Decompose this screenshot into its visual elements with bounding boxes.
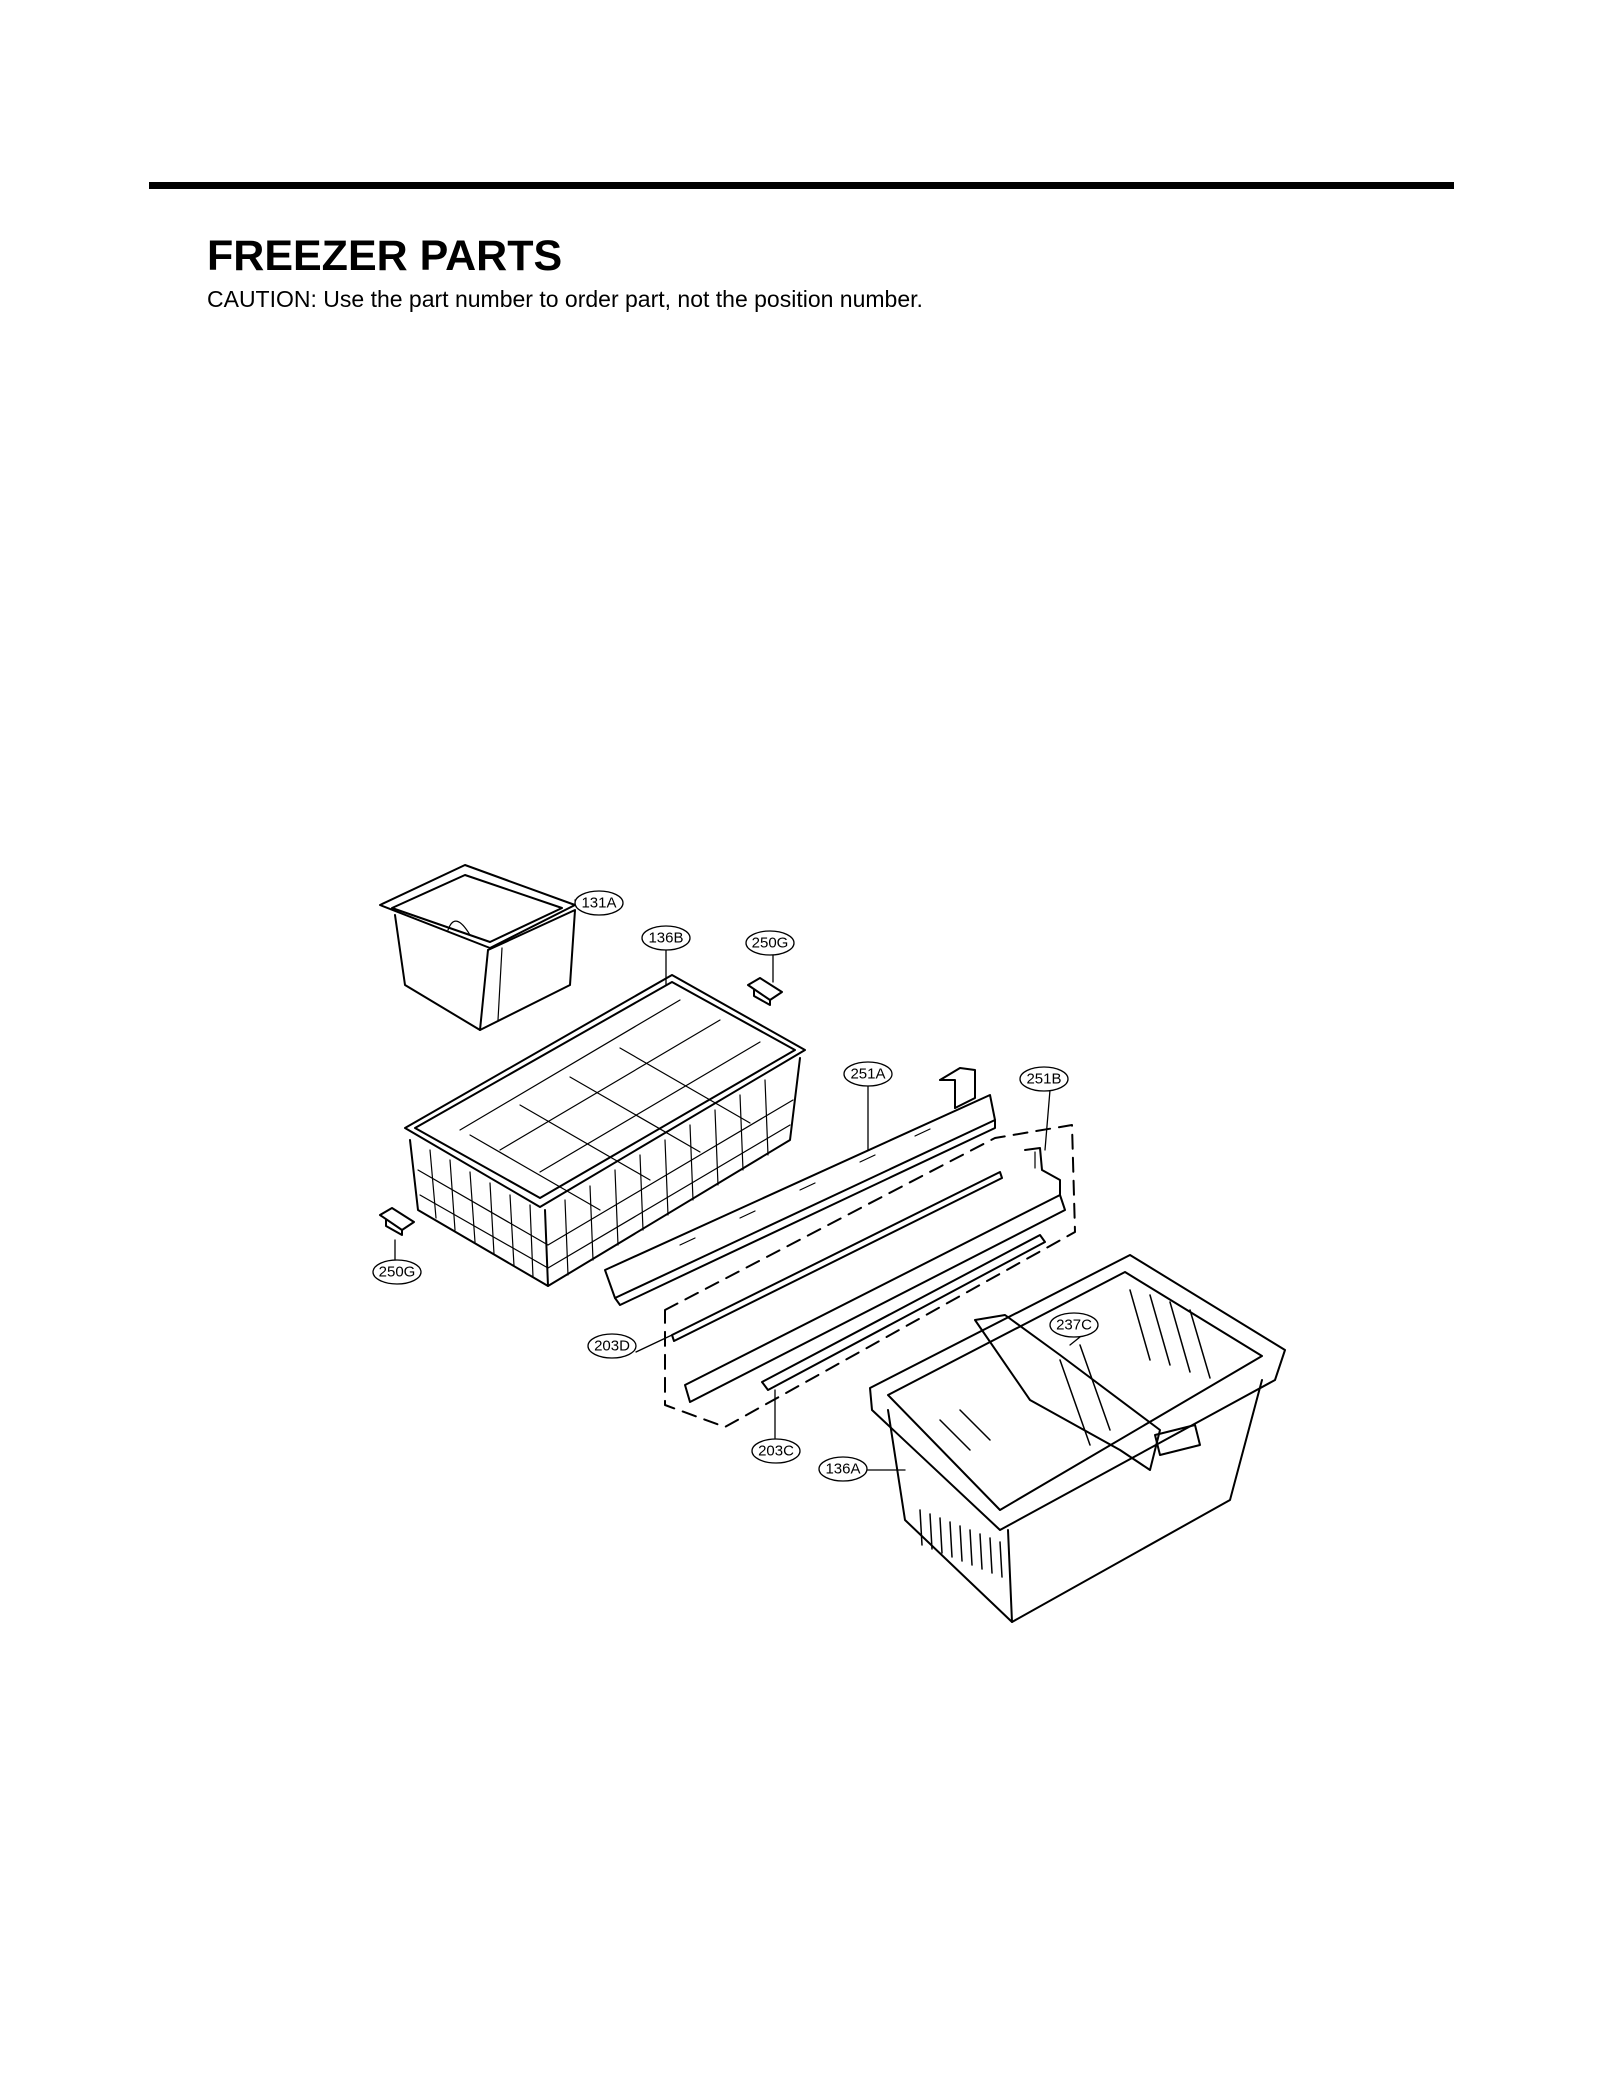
clip-250G-left — [379, 1207, 415, 1236]
callout-203C — [751, 1438, 801, 1464]
page-title: FREEZER PARTS — [207, 232, 563, 280]
strip-203C — [761, 1234, 1046, 1391]
callout-250G-left — [372, 1259, 422, 1285]
callout-251A — [843, 1061, 893, 1087]
callout-label-131A: 131A — [581, 895, 616, 912]
callout-label-237C: 237C — [1056, 1317, 1092, 1334]
wire-basket-136B — [404, 974, 806, 1287]
header-rule — [149, 182, 1454, 189]
callout-250G-top — [745, 930, 795, 956]
callout-label-136B: 136B — [648, 930, 683, 947]
callout-label-136A: 136A — [825, 1461, 860, 1478]
callout-251B — [1019, 1066, 1069, 1092]
callout-131A — [574, 890, 624, 916]
caution-note: CAUTION: Use the part number to order pa… — [207, 286, 923, 312]
callout-237C — [1049, 1312, 1099, 1338]
callout-label-250G-left: 250G — [379, 1264, 416, 1281]
small-bin-131A — [379, 864, 576, 1031]
callout-label-251A: 251A — [850, 1066, 885, 1083]
callout-label-251B: 251B — [1026, 1071, 1061, 1088]
strip-203D — [671, 1171, 1003, 1342]
large-bin-136A — [869, 1254, 1286, 1623]
rail-251B — [684, 1147, 1066, 1403]
callout-label-250G-top: 250G — [752, 935, 789, 952]
callout-136B — [641, 925, 691, 951]
callout-203D — [587, 1333, 637, 1359]
callout-label-203C: 203C — [758, 1443, 794, 1460]
group-outline-251B — [664, 1124, 1076, 1428]
callout-136A — [818, 1456, 868, 1482]
clip-250G-top — [747, 977, 783, 1006]
rail-251A — [604, 1067, 996, 1306]
callout-label-203D: 203D — [594, 1338, 630, 1355]
